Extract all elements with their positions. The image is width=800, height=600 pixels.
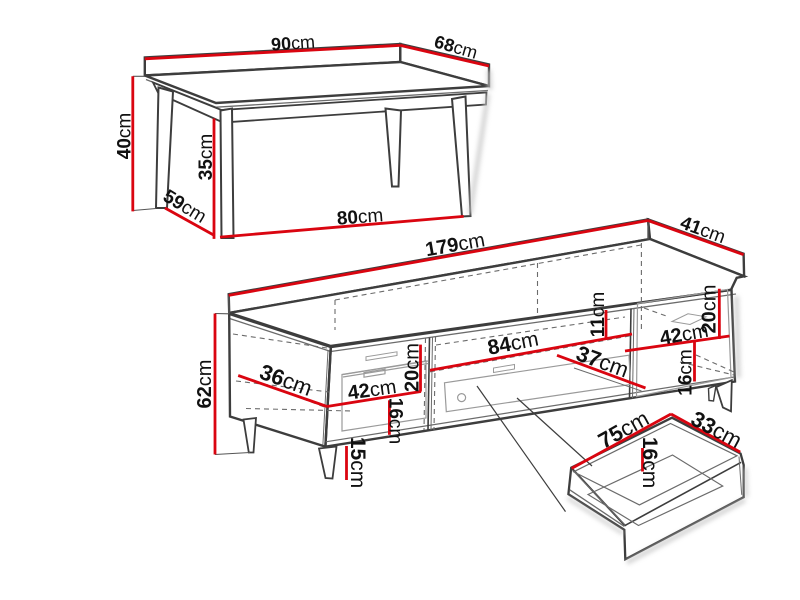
svg-text:35cm: 35cm <box>196 134 217 180</box>
svg-text:16cm: 16cm <box>385 398 406 444</box>
svg-text:20cm: 20cm <box>698 285 720 334</box>
svg-text:15cm: 15cm <box>346 437 369 488</box>
svg-text:90cm: 90cm <box>270 32 315 55</box>
svg-text:16cm: 16cm <box>675 349 696 395</box>
svg-text:84cm: 84cm <box>486 327 541 359</box>
svg-text:62cm: 62cm <box>194 360 216 409</box>
svg-text:59cm: 59cm <box>159 186 210 228</box>
svg-text:42cm: 42cm <box>346 376 398 405</box>
svg-text:40cm: 40cm <box>114 113 135 159</box>
svg-text:37cm: 37cm <box>573 341 632 383</box>
svg-text:36cm: 36cm <box>256 359 315 401</box>
svg-text:16cm: 16cm <box>638 437 661 488</box>
svg-text:42cm: 42cm <box>658 320 710 350</box>
svg-text:20cm: 20cm <box>401 343 423 392</box>
svg-text:179cm: 179cm <box>424 229 487 261</box>
svg-text:11cm: 11cm <box>588 292 609 337</box>
svg-text:80cm: 80cm <box>336 205 384 230</box>
